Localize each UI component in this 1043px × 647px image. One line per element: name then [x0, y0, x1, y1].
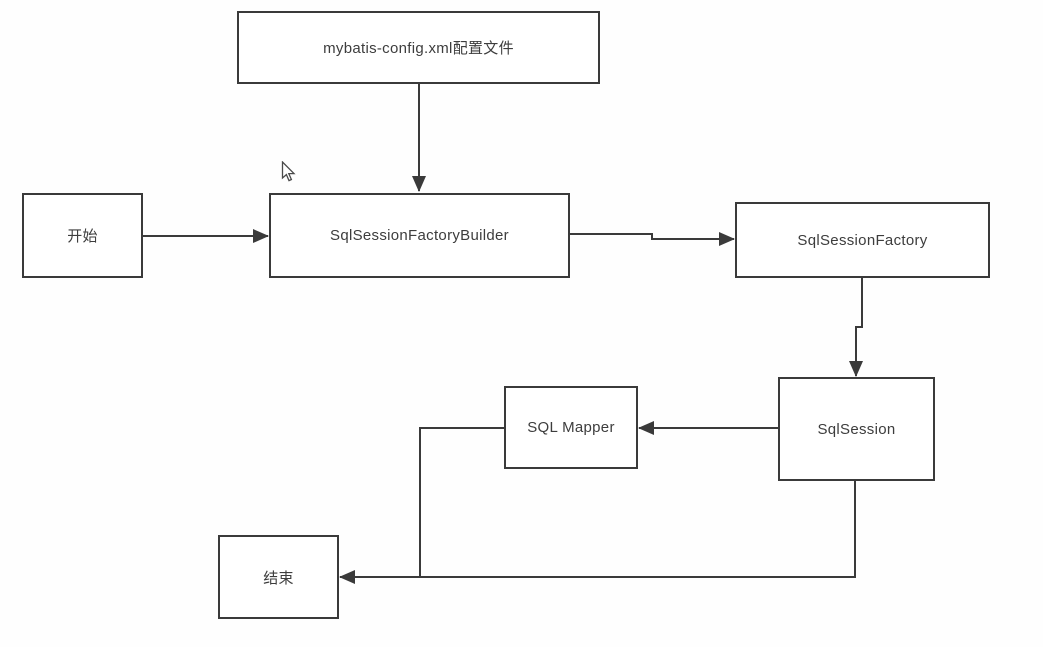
node-sql-mapper-label: SQL Mapper	[527, 419, 615, 436]
node-config-file-label: mybatis-config.xml配置文件	[323, 40, 514, 57]
mouse-cursor-icon	[281, 161, 296, 182]
edge-session-to-end	[339, 481, 856, 584]
node-start: 开始	[22, 193, 143, 278]
node-sqlsession: SqlSession	[778, 377, 935, 481]
node-end-label: 结束	[263, 569, 294, 587]
node-end: 结束	[218, 535, 339, 619]
node-sqlsessionfactorybuilder: SqlSessionFactoryBuilder	[269, 193, 570, 278]
node-sqlsession-label: SqlSession	[817, 420, 896, 438]
edge-factory-to-session	[849, 278, 863, 377]
node-sqlsessionfactorybuilder-label: SqlSessionFactoryBuilder	[330, 227, 509, 244]
edge-mapper-to-end-segment	[419, 427, 504, 577]
edge-builder-to-factory	[570, 232, 735, 246]
node-start-label: 开始	[67, 228, 98, 245]
node-config-file: mybatis-config.xml配置文件	[237, 11, 600, 84]
node-sql-mapper: SQL Mapper	[504, 386, 638, 469]
node-sqlsessionfactory: SqlSessionFactory	[735, 202, 990, 278]
node-sqlsessionfactory-label: SqlSessionFactory	[797, 231, 928, 249]
